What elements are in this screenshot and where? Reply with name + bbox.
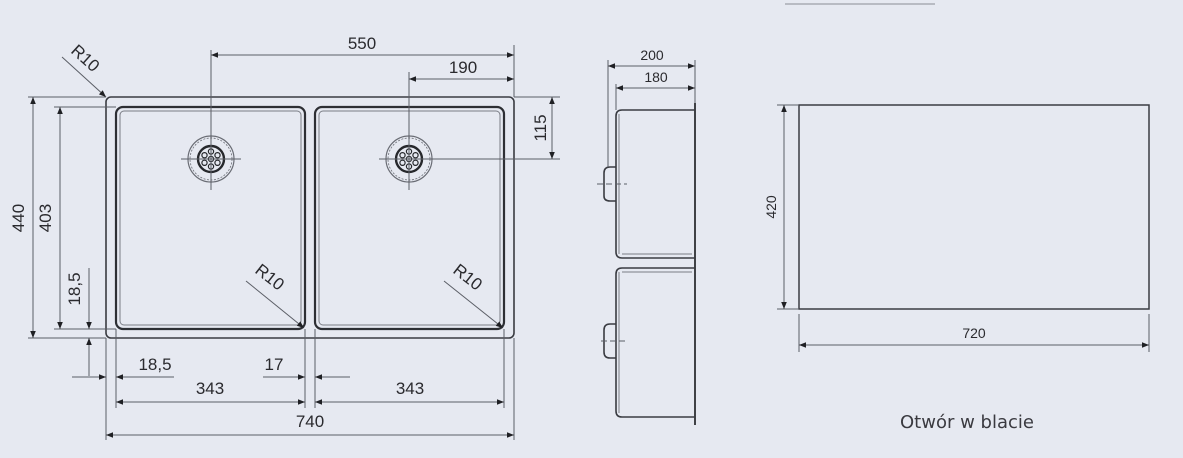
radius-label-outer: R10 xyxy=(67,41,103,76)
dim-drain-from-right: 190 xyxy=(449,58,477,77)
dim-depth-outer: 200 xyxy=(640,47,664,63)
dim-depth-inner: 180 xyxy=(644,69,668,85)
dim-drain-from-top: 115 xyxy=(531,114,550,141)
radius-label-left-bowl: R10 xyxy=(252,260,288,294)
dim-overall-width: 740 xyxy=(296,412,324,431)
cutout-rectangle xyxy=(798,104,1150,310)
dim-cutout-width: 720 xyxy=(962,325,986,341)
top-view: 550 190 115 R10 R10 R10 440 403 18,5 xyxy=(9,34,560,440)
dim-bowl-width-right: 343 xyxy=(396,379,424,398)
side-view: 200 180 xyxy=(597,47,696,425)
outlet-upper-icon xyxy=(603,166,616,202)
dim-left-margin: 18,5 xyxy=(138,355,171,374)
dim-drain-spacing: 550 xyxy=(348,34,376,53)
dim-cutout-height: 420 xyxy=(763,195,779,219)
cutout-view: 420 720 Otwór w blacie xyxy=(763,104,1150,433)
dim-bowl-width-left: 343 xyxy=(196,379,224,398)
sink-outer-rim xyxy=(105,96,515,339)
dim-overall-height: 440 xyxy=(9,204,28,232)
dim-bottom-margin: 18,5 xyxy=(65,272,84,305)
cutout-caption: Otwór w blacie xyxy=(900,412,1034,433)
dim-divider-gap: 17 xyxy=(265,355,284,374)
dim-bowl-height: 403 xyxy=(36,204,55,232)
